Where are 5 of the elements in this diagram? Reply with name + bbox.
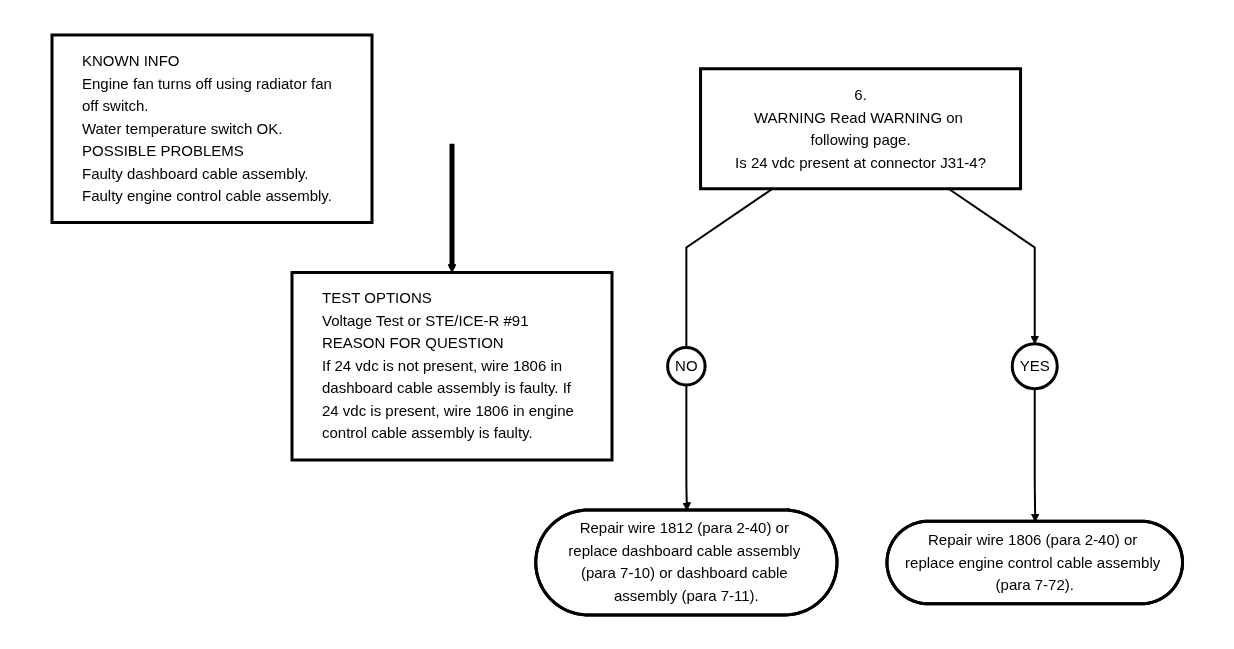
node-box: 6. WARNING Read WARNING on following page. Is 24 vdc present at connector J31-4? (698, 66, 1022, 190)
node-box: KNOWN INFO Engine fan turns off using radiator fan off switch. Water temperature switch OK. POSSIBLE PROBLEMS Faulty dashboard cable assembly. Faulty engine control cable assembly. (50, 33, 374, 224)
node-circle: NO (665, 345, 707, 386)
node-circle: YES (1010, 341, 1059, 390)
node-box: TEST OPTIONS Voltage Test or STE/ICE-R #91 REASON FOR QUESTION If 24 vdc is not present, wire 1806 in dashboard cable assembly is faulty. If 24 vdc is present, wire 1806 in engine control cable assembly is faulty. (290, 270, 614, 461)
